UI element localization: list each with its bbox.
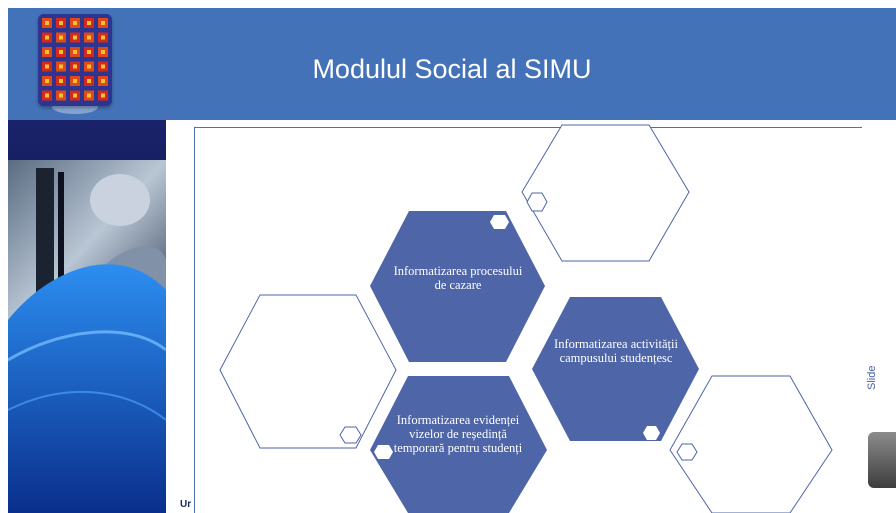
accent-hexagon-2	[526, 192, 548, 212]
accent-hexagon-6	[676, 443, 698, 461]
sidebar-photo	[8, 120, 166, 513]
hexagon-cazare	[370, 211, 545, 362]
medical-photo-icon	[8, 160, 166, 513]
label-vize-text: Informatizarea evidenței vizelor de reșe…	[393, 413, 523, 455]
hexagon-vize	[370, 376, 547, 513]
accent-hexagon-5	[374, 445, 393, 459]
university-logo	[38, 14, 112, 106]
right-edge-text: Slide	[866, 365, 878, 390]
footer-text: Ur	[180, 499, 192, 510]
outline-hexagon-top	[521, 124, 690, 262]
logo-pattern-icon	[38, 14, 112, 106]
accent-hexagon-4	[643, 426, 660, 440]
slide-title: Modulul Social al SIMU	[312, 54, 592, 84]
label-cazare-text: Informatizarea procesului de cazare	[393, 264, 523, 292]
right-edge-image	[868, 432, 896, 488]
accent-hexagon-3	[339, 426, 362, 444]
accent-hexagon-1	[490, 215, 509, 229]
label-cazare: Informatizarea procesului de cazare	[388, 264, 528, 292]
label-campus: Informatizarea activității campusului st…	[546, 337, 686, 365]
title-bar: Modulul Social al SIMU	[8, 8, 896, 120]
outline-hexagon-left	[219, 294, 397, 449]
label-campus-text: Informatizarea activității campusului st…	[554, 337, 678, 365]
label-vize: Informatizarea evidenței vizelor de reșe…	[393, 413, 523, 455]
hexagon-campus	[532, 297, 699, 441]
outline-hexagon-right	[669, 375, 833, 513]
